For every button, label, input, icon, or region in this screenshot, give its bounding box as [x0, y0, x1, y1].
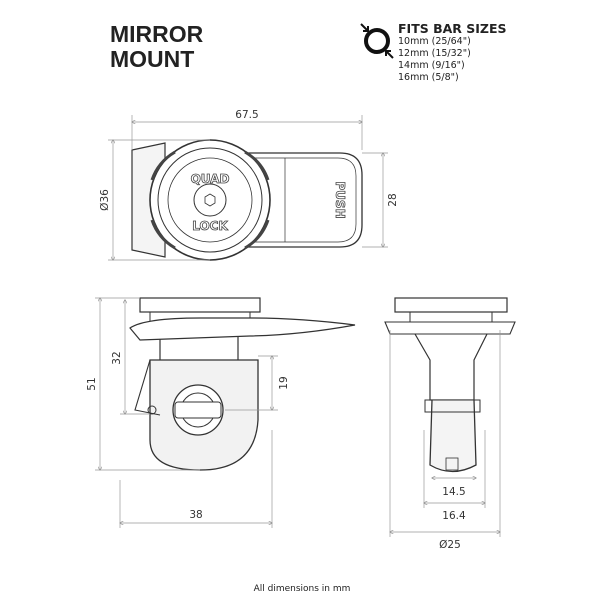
dim-height: 51	[86, 377, 98, 390]
bar-size-item: 16mm (5/8")	[398, 72, 459, 83]
bar-size-item: 10mm (25/64")	[398, 36, 471, 47]
push-label: PUSH	[333, 181, 347, 218]
bar-sizes-heading: FITS BAR SIZES	[398, 21, 507, 36]
dim-plate-diameter: Ø25	[439, 539, 461, 551]
logo-quad-text: QUAD	[191, 172, 230, 186]
side-view-dimensions	[95, 298, 278, 528]
dim-tab-width: 28	[387, 193, 399, 206]
bar-size-item: 12mm (15/32")	[398, 48, 471, 59]
page-title: MIRROR MOUNT	[110, 22, 203, 72]
top-view-dimensions	[108, 115, 388, 260]
bar-size-ring-icon	[360, 23, 394, 59]
top-view	[131, 139, 363, 261]
dim-width: 38	[189, 509, 202, 521]
title-line-2: MOUNT	[110, 46, 195, 72]
logo-lock-text: LOCK	[192, 219, 228, 233]
bar-sizes-panel: FITS BAR SIZES 10mm (25/64") 12mm (15/32…	[398, 22, 507, 84]
title-line-1: MIRROR	[110, 21, 204, 47]
dim-length: 67.5	[235, 109, 258, 121]
dim-inner-width: 14.5	[442, 486, 465, 498]
dim-bar-clearance: 19	[278, 376, 290, 389]
front-view	[384, 297, 516, 473]
side-view	[129, 297, 356, 471]
dim-diameter: Ø36	[99, 189, 111, 211]
dim-clamp-height: 32	[111, 351, 123, 364]
footer-note: All dimensions in mm	[253, 584, 351, 594]
dim-body-width: 16.4	[442, 510, 466, 522]
bar-size-item: 14mm (9/16")	[398, 60, 465, 71]
front-view-dimensions	[390, 330, 500, 537]
